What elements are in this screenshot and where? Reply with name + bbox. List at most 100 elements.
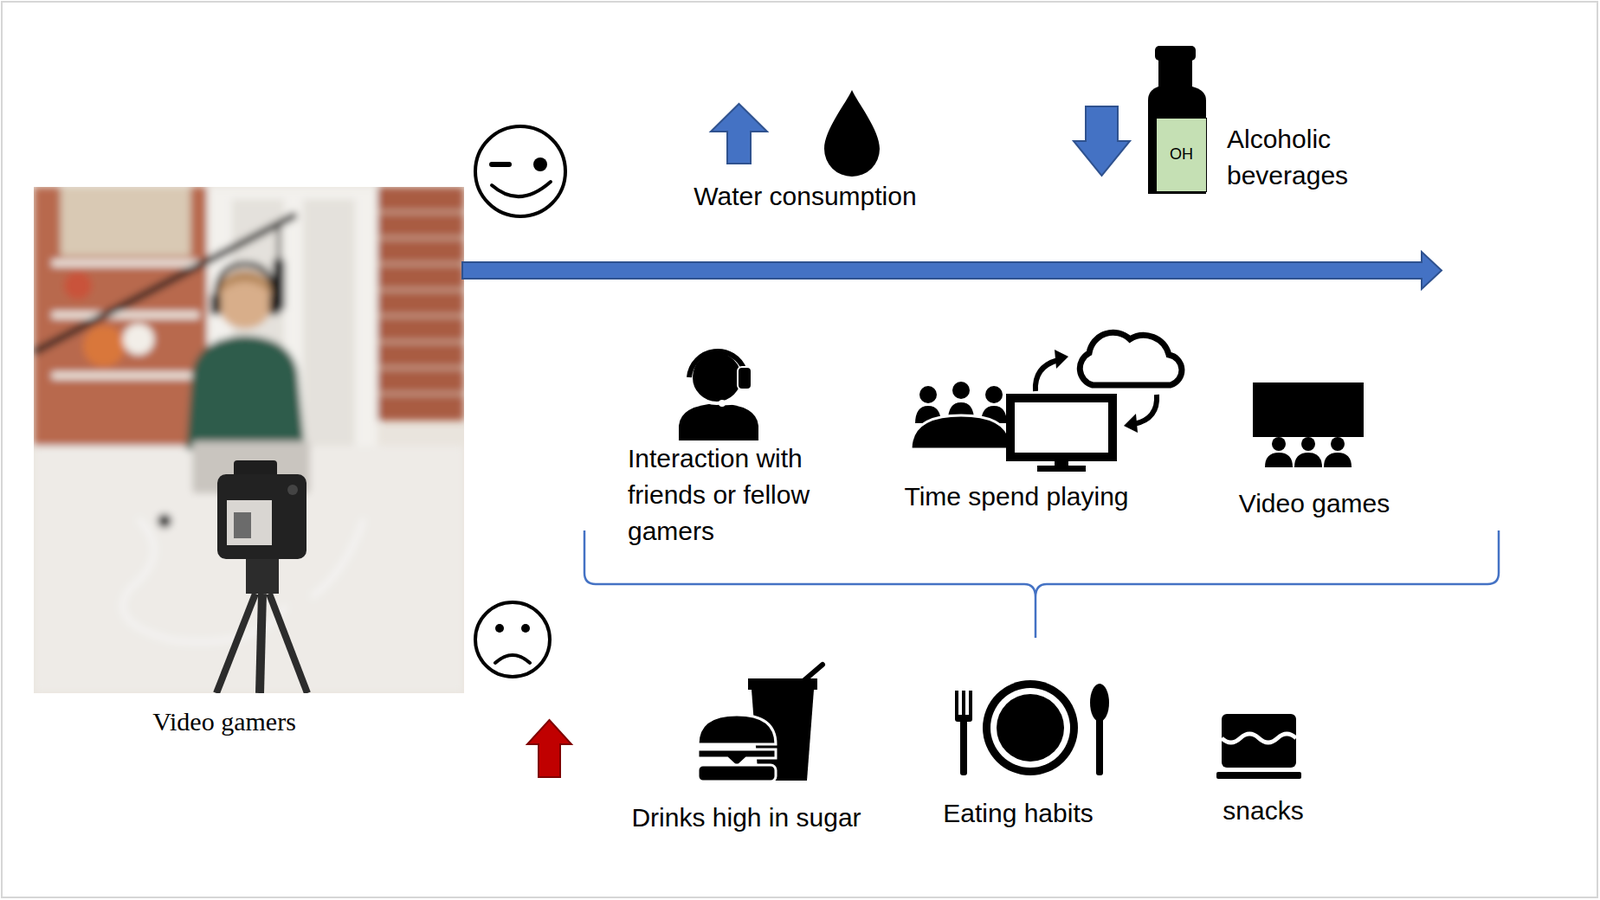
label-text: Video gamers (152, 706, 297, 738)
photo-background-part (51, 259, 200, 267)
photo-background-part (377, 212, 465, 394)
photo-background-part (157, 514, 172, 529)
photo-background-part (303, 199, 355, 451)
plate-icon-part (961, 690, 966, 719)
online-play-icon-part (952, 381, 970, 400)
plate-icon-part (1096, 715, 1104, 776)
wink-face-part (475, 126, 566, 217)
headset-person-icon-part (678, 403, 759, 441)
label-box: Water consumption (693, 180, 917, 213)
sad-face-part (495, 655, 530, 664)
online-play-icon-part (1054, 349, 1069, 369)
photo-background-part (277, 221, 281, 260)
label-text: Eating habits (942, 798, 1093, 830)
photo-background-part-part (377, 211, 465, 214)
wink-face-part (491, 161, 510, 168)
online-play-icon-part (985, 386, 1003, 404)
cinema-icon-part (1271, 437, 1286, 452)
sad-face (475, 602, 550, 678)
label-box: snacks (1222, 795, 1304, 827)
gamer-photo-part (33, 187, 465, 694)
sad-face-part (495, 624, 504, 633)
label-text: Alcoholic beverages (1226, 121, 1379, 194)
increase-arrow (710, 103, 768, 164)
cinema-icon-part (1330, 437, 1345, 452)
online-play-icon-part (919, 386, 937, 404)
decrease-arrow (1073, 106, 1130, 176)
plate-icon-part (990, 688, 1071, 768)
photo-background-part-part (377, 315, 465, 318)
online-play-icon-part (1123, 413, 1138, 433)
bottle-icon-part (1158, 58, 1193, 89)
increase-arrow-red (527, 720, 572, 778)
online-play-icon (910, 332, 1182, 472)
photo-background-part (33, 214, 297, 353)
bottle-label: OH (1155, 117, 1207, 193)
label-box: Alcoholic beverages (1226, 121, 1379, 194)
label-text: snacks (1222, 795, 1304, 827)
gamer-photo (33, 187, 465, 694)
plate-icon-part (968, 690, 973, 719)
cinema-icon-part (1323, 452, 1352, 468)
plate-icon-part (982, 680, 1078, 776)
headset-person-icon-part (689, 351, 745, 378)
online-play-icon-part (1037, 465, 1086, 472)
camera (216, 460, 308, 694)
label-box: Time spend playing (903, 481, 1129, 513)
photo-background-part-part (377, 237, 465, 240)
label-box: Video games (1238, 488, 1391, 520)
photo-background-part (272, 258, 285, 312)
fast-food-icon-part (697, 765, 776, 782)
photo-background-part (186, 335, 305, 451)
plate-icon-part (996, 694, 1065, 762)
label-text: Drinks high in sugar (631, 802, 861, 834)
fast-food-icon-part (697, 715, 776, 745)
plate-icon-part (954, 690, 959, 719)
photo-background-part (33, 445, 465, 694)
node-text: OH (1169, 145, 1194, 165)
headset-person-icon (678, 351, 759, 441)
water-drop (824, 90, 880, 177)
headset-person-icon-part (718, 400, 726, 407)
cinema-icon (1252, 382, 1364, 468)
camera-part (233, 512, 252, 539)
cinema-icon-part (1301, 437, 1316, 452)
timeline-arrow (462, 251, 1442, 290)
photo-background-part-part (377, 289, 465, 292)
photo-background-part (215, 264, 275, 304)
headset-person-icon-part (737, 367, 752, 390)
photo-background-part (64, 271, 92, 300)
photo-background-part (83, 325, 125, 368)
label-box: Interaction with friends or fellow gamer… (627, 440, 845, 550)
bottle-icon-part (1148, 86, 1207, 194)
plate-icon-part (960, 718, 968, 776)
label-text: Interaction with friends or fellow gamer… (627, 440, 845, 550)
photo-background-part-part (377, 367, 465, 370)
online-play-icon-part (1079, 332, 1182, 386)
photo-background-part (51, 372, 200, 380)
label-box: Video gamers (152, 706, 297, 738)
label-box: Drinks high in sugar (631, 802, 861, 834)
photo-background-part (60, 187, 191, 257)
online-play-icon-part (1035, 360, 1059, 392)
label-text: Time spend playing (903, 481, 1129, 513)
sad-face-part (475, 602, 550, 678)
fast-food-icon (697, 664, 823, 782)
camera-part (216, 593, 256, 694)
camera-part (245, 559, 279, 594)
photo-background-part (377, 187, 465, 421)
group-bracket (584, 530, 1499, 639)
wink-face-part (533, 157, 548, 172)
camera-part (287, 484, 298, 496)
camera-part (259, 593, 263, 694)
headset-person-icon-part (722, 389, 747, 404)
cinema-icon-part (1294, 452, 1323, 468)
camera-part (269, 593, 308, 694)
camera-part (226, 500, 272, 546)
label-box: Eating habits (942, 798, 1093, 830)
cake-icon-part (1221, 734, 1297, 743)
wink-face-part (491, 181, 551, 197)
